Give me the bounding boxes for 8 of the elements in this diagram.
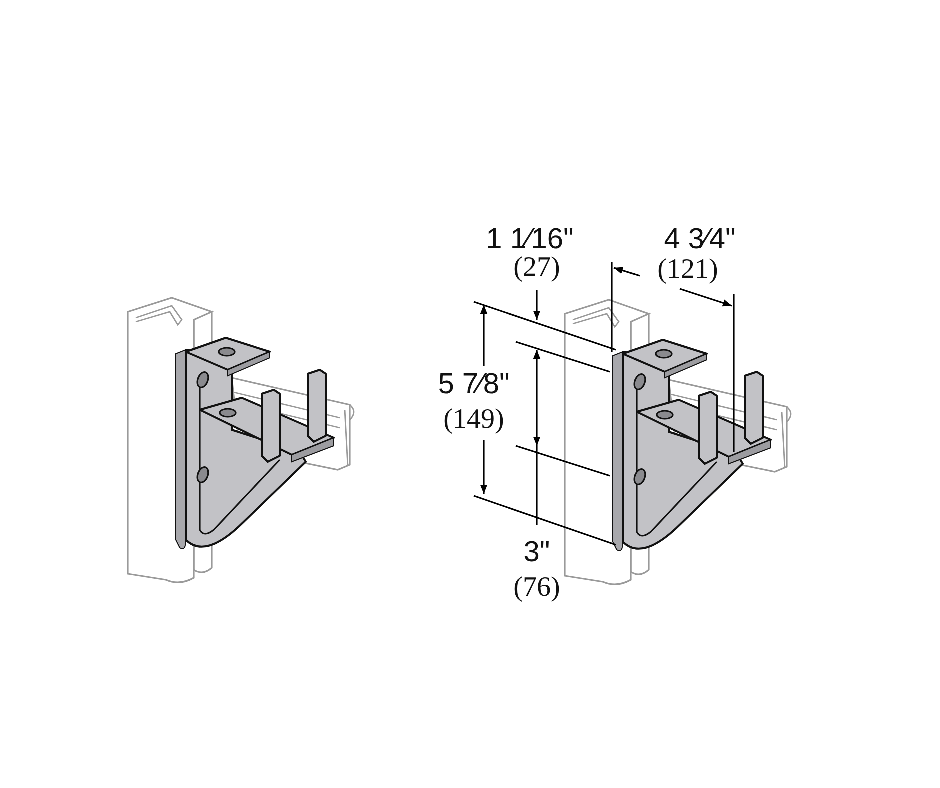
dimension-label: 3" — [524, 538, 550, 568]
metric-dimension-label: (76) — [514, 574, 560, 602]
metric-dimension-label: (27) — [514, 254, 560, 282]
dimension-label: 4 3⁄4" — [664, 226, 736, 254]
metric-dimension-label: (121) — [658, 256, 718, 284]
metric-dimension-label: (149) — [444, 406, 504, 434]
dimension-label: 5 7⁄8" — [438, 370, 510, 400]
dimension-label: 1 1⁄16" — [486, 226, 574, 254]
